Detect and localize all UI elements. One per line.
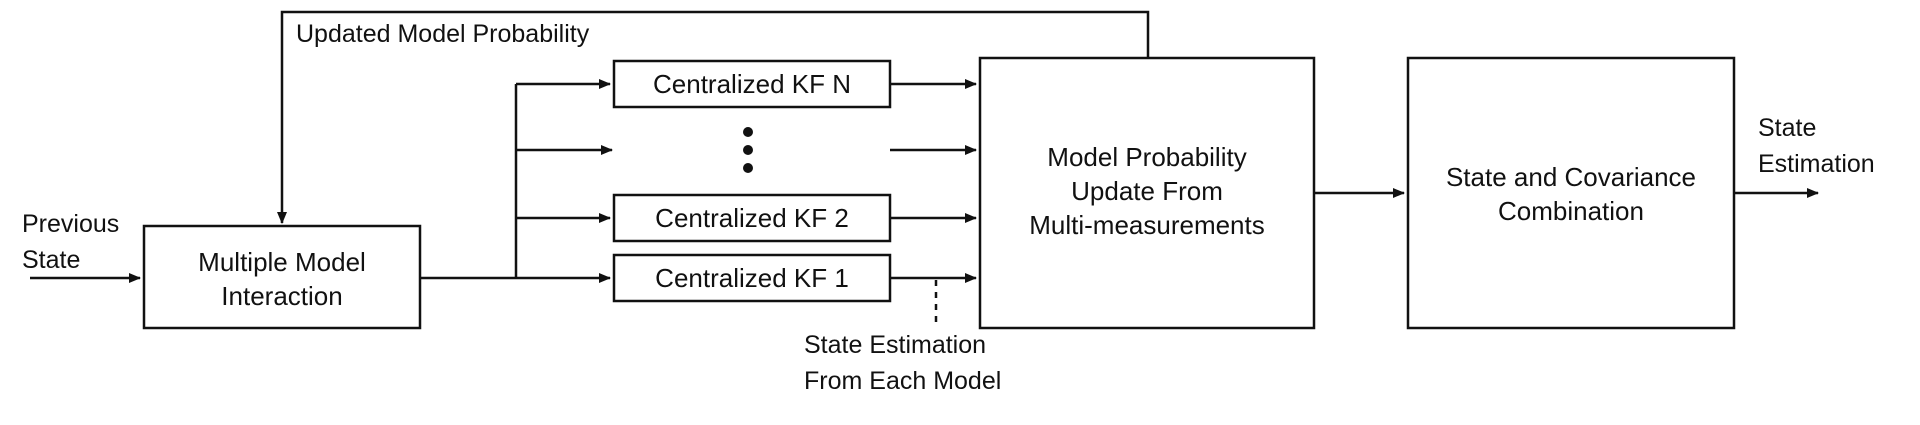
kf-n-label: Centralized KF N: [653, 69, 851, 99]
kf-2-block: Centralized KF 2: [612, 193, 892, 243]
combination-label-line1: State and Covariance: [1446, 162, 1696, 192]
feedback-label: Updated Model Probability: [296, 20, 590, 48]
interaction-label-line1: Multiple Model: [198, 247, 366, 277]
estimation-label-line1: State Estimation: [804, 331, 986, 359]
kf-2-label: Centralized KF 2: [655, 203, 849, 233]
filter-output-arrows: [890, 79, 977, 283]
model-probability-update-block: Model Probability Update From Multi-meas…: [978, 56, 1316, 330]
update-label-line2: Update From: [1071, 176, 1223, 206]
update-label-line3: Multi-measurements: [1029, 210, 1265, 240]
input-label-line1: Previous: [22, 210, 119, 238]
interaction-label-line2: Interaction: [221, 281, 342, 311]
state-covariance-combination-block: State and Covariance Combination: [1406, 56, 1736, 330]
output-label-line1: State: [1758, 114, 1816, 142]
multiple-model-interaction-block: Multiple Model Interaction: [142, 224, 422, 330]
update-label-line1: Model Probability: [1047, 142, 1246, 172]
kf-1-block: Centralized KF 1: [612, 253, 892, 303]
input-label-line2: State: [22, 246, 80, 274]
ellipsis-dots: [743, 127, 753, 173]
feedback-loop-connector: [277, 10, 1150, 224]
filter-distribution-bus: [420, 79, 613, 283]
output-label-line2: Estimation: [1758, 150, 1875, 178]
kf-1-label: Centralized KF 1: [655, 263, 849, 293]
combination-label-line2: Combination: [1498, 196, 1644, 226]
kf-n-block: Centralized KF N: [612, 59, 892, 109]
estimation-label-line2: From Each Model: [804, 367, 1001, 395]
